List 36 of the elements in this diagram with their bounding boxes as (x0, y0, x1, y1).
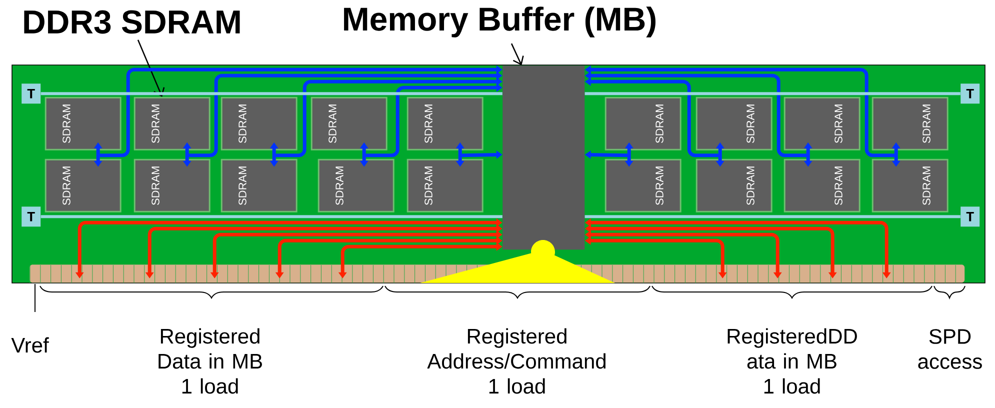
title-text: DDR3 SDRAM (24, 10, 240, 34)
arrow (510, 43, 524, 66)
termination-box: T (22, 84, 41, 104)
memory-chip: SDRAM (220, 158, 298, 212)
termination-box: T (22, 206, 41, 227)
memory-chip: SDRAM (134, 96, 210, 150)
connector-line (584, 215, 960, 218)
memory-chip: SDRAM (310, 96, 388, 150)
memory-chip: SDRAM (784, 158, 860, 212)
memory-chip: SDRAM (696, 158, 772, 212)
memory-chip: SDRAM (134, 158, 210, 212)
buffer-chip (502, 66, 585, 250)
memory-chip: SDRAM (784, 96, 860, 150)
annotation-label: SPD access (918, 329, 982, 369)
title-text: Memory Buffer (MB) (344, 6, 656, 38)
memory-chip: SDRAM (44, 158, 122, 212)
memory-chip: SDRAM (872, 96, 948, 150)
connector-line (40, 215, 502, 218)
annotation-label: RegisteredDD ata in MB 1 load (728, 328, 857, 394)
termination-box: T (960, 84, 980, 104)
connector-line (40, 92, 502, 96)
annotation-label: Vref (11, 337, 49, 353)
memory-chip: SDRAM (604, 96, 682, 150)
termination-box: T (960, 206, 980, 227)
memory-chip: SDRAM (406, 96, 484, 150)
memory-chip: SDRAM (44, 96, 122, 150)
memory-chip: SDRAM (696, 96, 772, 150)
memory-chip: SDRAM (220, 96, 298, 150)
memory-chip: SDRAM (604, 158, 682, 212)
annotation-label: Registered Address/Command 1 load (427, 328, 606, 394)
annotation-label: Registered Data in MB 1 load (158, 328, 262, 394)
memory-chip: SDRAM (406, 158, 484, 212)
arrow (137, 40, 165, 97)
memory-chip: SDRAM (318, 158, 394, 212)
connector-line (584, 92, 960, 96)
memory-chip: SDRAM (872, 158, 948, 212)
